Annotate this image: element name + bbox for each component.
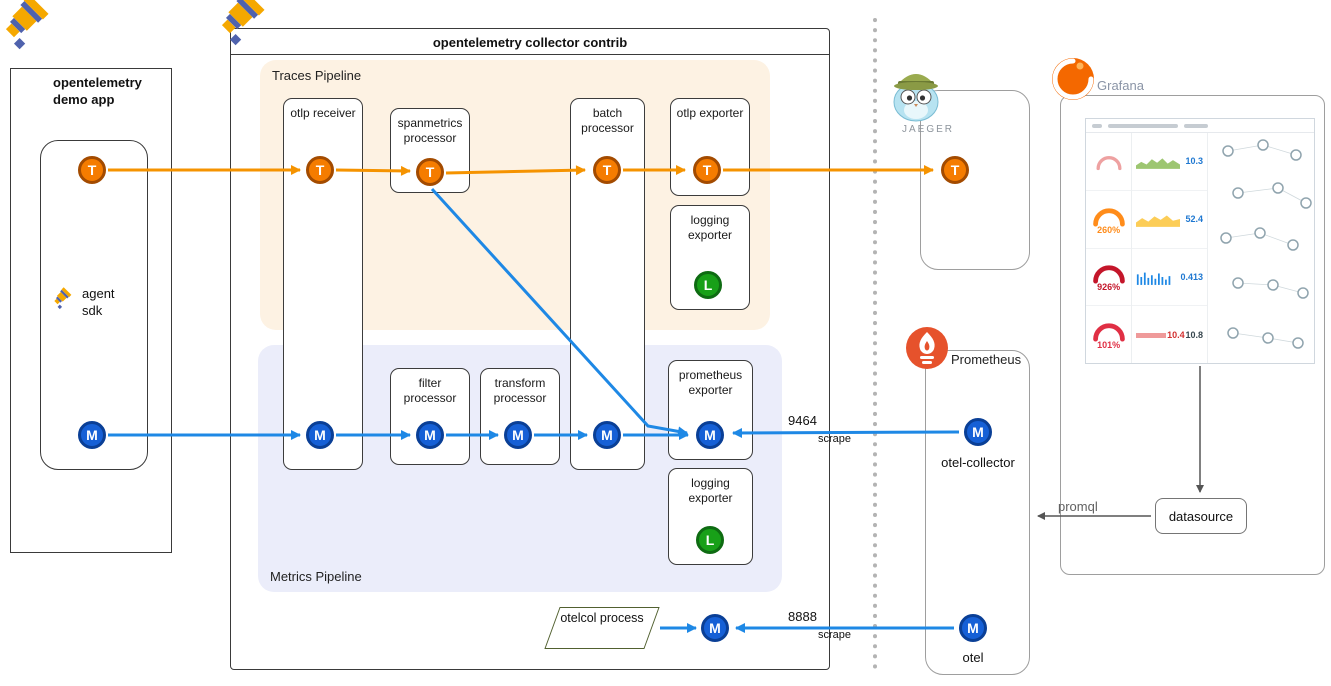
traces-pipeline-label: Traces Pipeline bbox=[272, 68, 362, 83]
port-9464-label: 9464 bbox=[788, 413, 817, 428]
trace-badge: T bbox=[593, 156, 621, 184]
gauge-value: 926% bbox=[1097, 282, 1121, 293]
agent-sdk-label-group: agent sdk bbox=[54, 286, 124, 320]
agent-sdk-label: agent sdk bbox=[82, 286, 115, 318]
metric-badge: M bbox=[964, 418, 992, 446]
dashboard-header bbox=[1086, 119, 1314, 133]
scrape-label: scrape bbox=[818, 629, 852, 641]
node-filter-processor-label: filter processor bbox=[403, 376, 457, 405]
stat-value: 10.3 bbox=[1185, 156, 1203, 167]
metric-badge: M bbox=[78, 421, 106, 449]
jaeger-logo bbox=[886, 62, 946, 129]
dashboard-gauge-column: 260% 926% 101% bbox=[1086, 133, 1133, 363]
otel-collector-label: otel-collector bbox=[941, 455, 1015, 470]
trace-badge: T bbox=[941, 156, 969, 184]
trace-badge: T bbox=[306, 156, 334, 184]
node-filter-processor: filter processor bbox=[390, 368, 470, 465]
stat-value: 52.4 bbox=[1185, 214, 1203, 225]
dashboard-stat-column: 10.3 52.4 0.413 10.4 10.8 bbox=[1132, 133, 1208, 363]
opentelemetry-telescope-icon bbox=[211, 0, 275, 53]
metric-badge: M bbox=[306, 421, 334, 449]
grafana-label: Grafana bbox=[1097, 78, 1144, 93]
stat-value: 0.413 bbox=[1180, 271, 1203, 282]
jaeger-label: JAEGER bbox=[901, 124, 954, 135]
log-badge: L bbox=[696, 526, 724, 554]
node-batch-processor-label: batch processor bbox=[581, 106, 634, 135]
node-spanmetrics-processor-label: spanmetrics processor bbox=[397, 116, 463, 145]
collector-title: opentelemetry collector contrib bbox=[231, 29, 829, 55]
datasource-label: datasource bbox=[1168, 508, 1234, 524]
metric-badge: M bbox=[959, 614, 987, 642]
metric-badge: M bbox=[701, 614, 729, 642]
trace-badge: T bbox=[693, 156, 721, 184]
promql-label: promql bbox=[1058, 499, 1098, 514]
dashboard-gauge: 101% bbox=[1086, 306, 1131, 363]
port-8888-label: 8888 bbox=[788, 609, 817, 624]
metric-badge: M bbox=[416, 421, 444, 449]
prometheus-label: Prometheus bbox=[951, 352, 1022, 367]
stat-value: 10.8 bbox=[1185, 329, 1203, 340]
node-logging-exporter-traces-label: logging exporter bbox=[687, 213, 733, 242]
demo-app-title: opentelemetry demo app bbox=[53, 75, 142, 107]
node-logging-exporter-metrics-label: logging exporter bbox=[688, 476, 733, 505]
stat-value: 10.4 bbox=[1167, 329, 1185, 340]
scrape-label: scrape bbox=[818, 433, 852, 445]
trace-badge: T bbox=[78, 156, 106, 184]
metric-badge: M bbox=[696, 421, 724, 449]
node-otlp-exporter-label: otlp exporter bbox=[676, 106, 744, 120]
dashboard-gauge: 926% bbox=[1086, 249, 1132, 307]
otel-label: otel bbox=[962, 650, 984, 665]
opentelemetry-telescope-icon bbox=[0, 0, 59, 57]
gauge-value: 101% bbox=[1097, 340, 1121, 351]
node-transform-processor-label: transform processor bbox=[493, 376, 547, 405]
opentelemetry-telescope-icon bbox=[50, 286, 86, 322]
node-otlp-receiver-label: otlp receiver bbox=[290, 106, 356, 120]
dashboard-mini-panel: 0.413 bbox=[1132, 249, 1207, 307]
log-badge: L bbox=[694, 271, 722, 299]
node-prometheus-exporter-label: prometheus exporter bbox=[678, 368, 743, 397]
grafana-logo bbox=[1050, 56, 1096, 107]
prometheus-logo bbox=[905, 326, 949, 375]
node-otlp-exporter: otlp exporter bbox=[670, 98, 750, 196]
dashboard-mini-panel: 10.4 10.8 bbox=[1132, 306, 1207, 363]
node-transform-processor: transform processor bbox=[480, 368, 560, 465]
node-otlp-receiver: otlp receiver bbox=[283, 98, 363, 470]
metric-badge: M bbox=[504, 421, 532, 449]
dashboard-mini-panel: 10.3 bbox=[1132, 133, 1207, 191]
dashboard-service-graph-panel bbox=[1208, 133, 1314, 363]
grafana-dashboard-thumbnail: 260% 926% 101% 10.3 52.4 bbox=[1085, 118, 1315, 364]
otelcol-process-label: otelcol process bbox=[560, 611, 644, 625]
datasource-box: datasource bbox=[1155, 498, 1247, 534]
metrics-pipeline-label: Metrics Pipeline bbox=[270, 569, 362, 584]
dashboard-mini-panel: 52.4 bbox=[1132, 191, 1207, 249]
jaeger-box bbox=[920, 90, 1030, 270]
dashboard-gauge: 260% bbox=[1086, 191, 1132, 249]
metric-badge: M bbox=[593, 421, 621, 449]
node-batch-processor: batch processor bbox=[570, 98, 645, 470]
gauge-value: 260% bbox=[1097, 224, 1121, 235]
trace-badge: T bbox=[416, 158, 444, 186]
agent-sdk-box bbox=[40, 140, 148, 470]
dashboard-mini-panel bbox=[1086, 133, 1132, 191]
